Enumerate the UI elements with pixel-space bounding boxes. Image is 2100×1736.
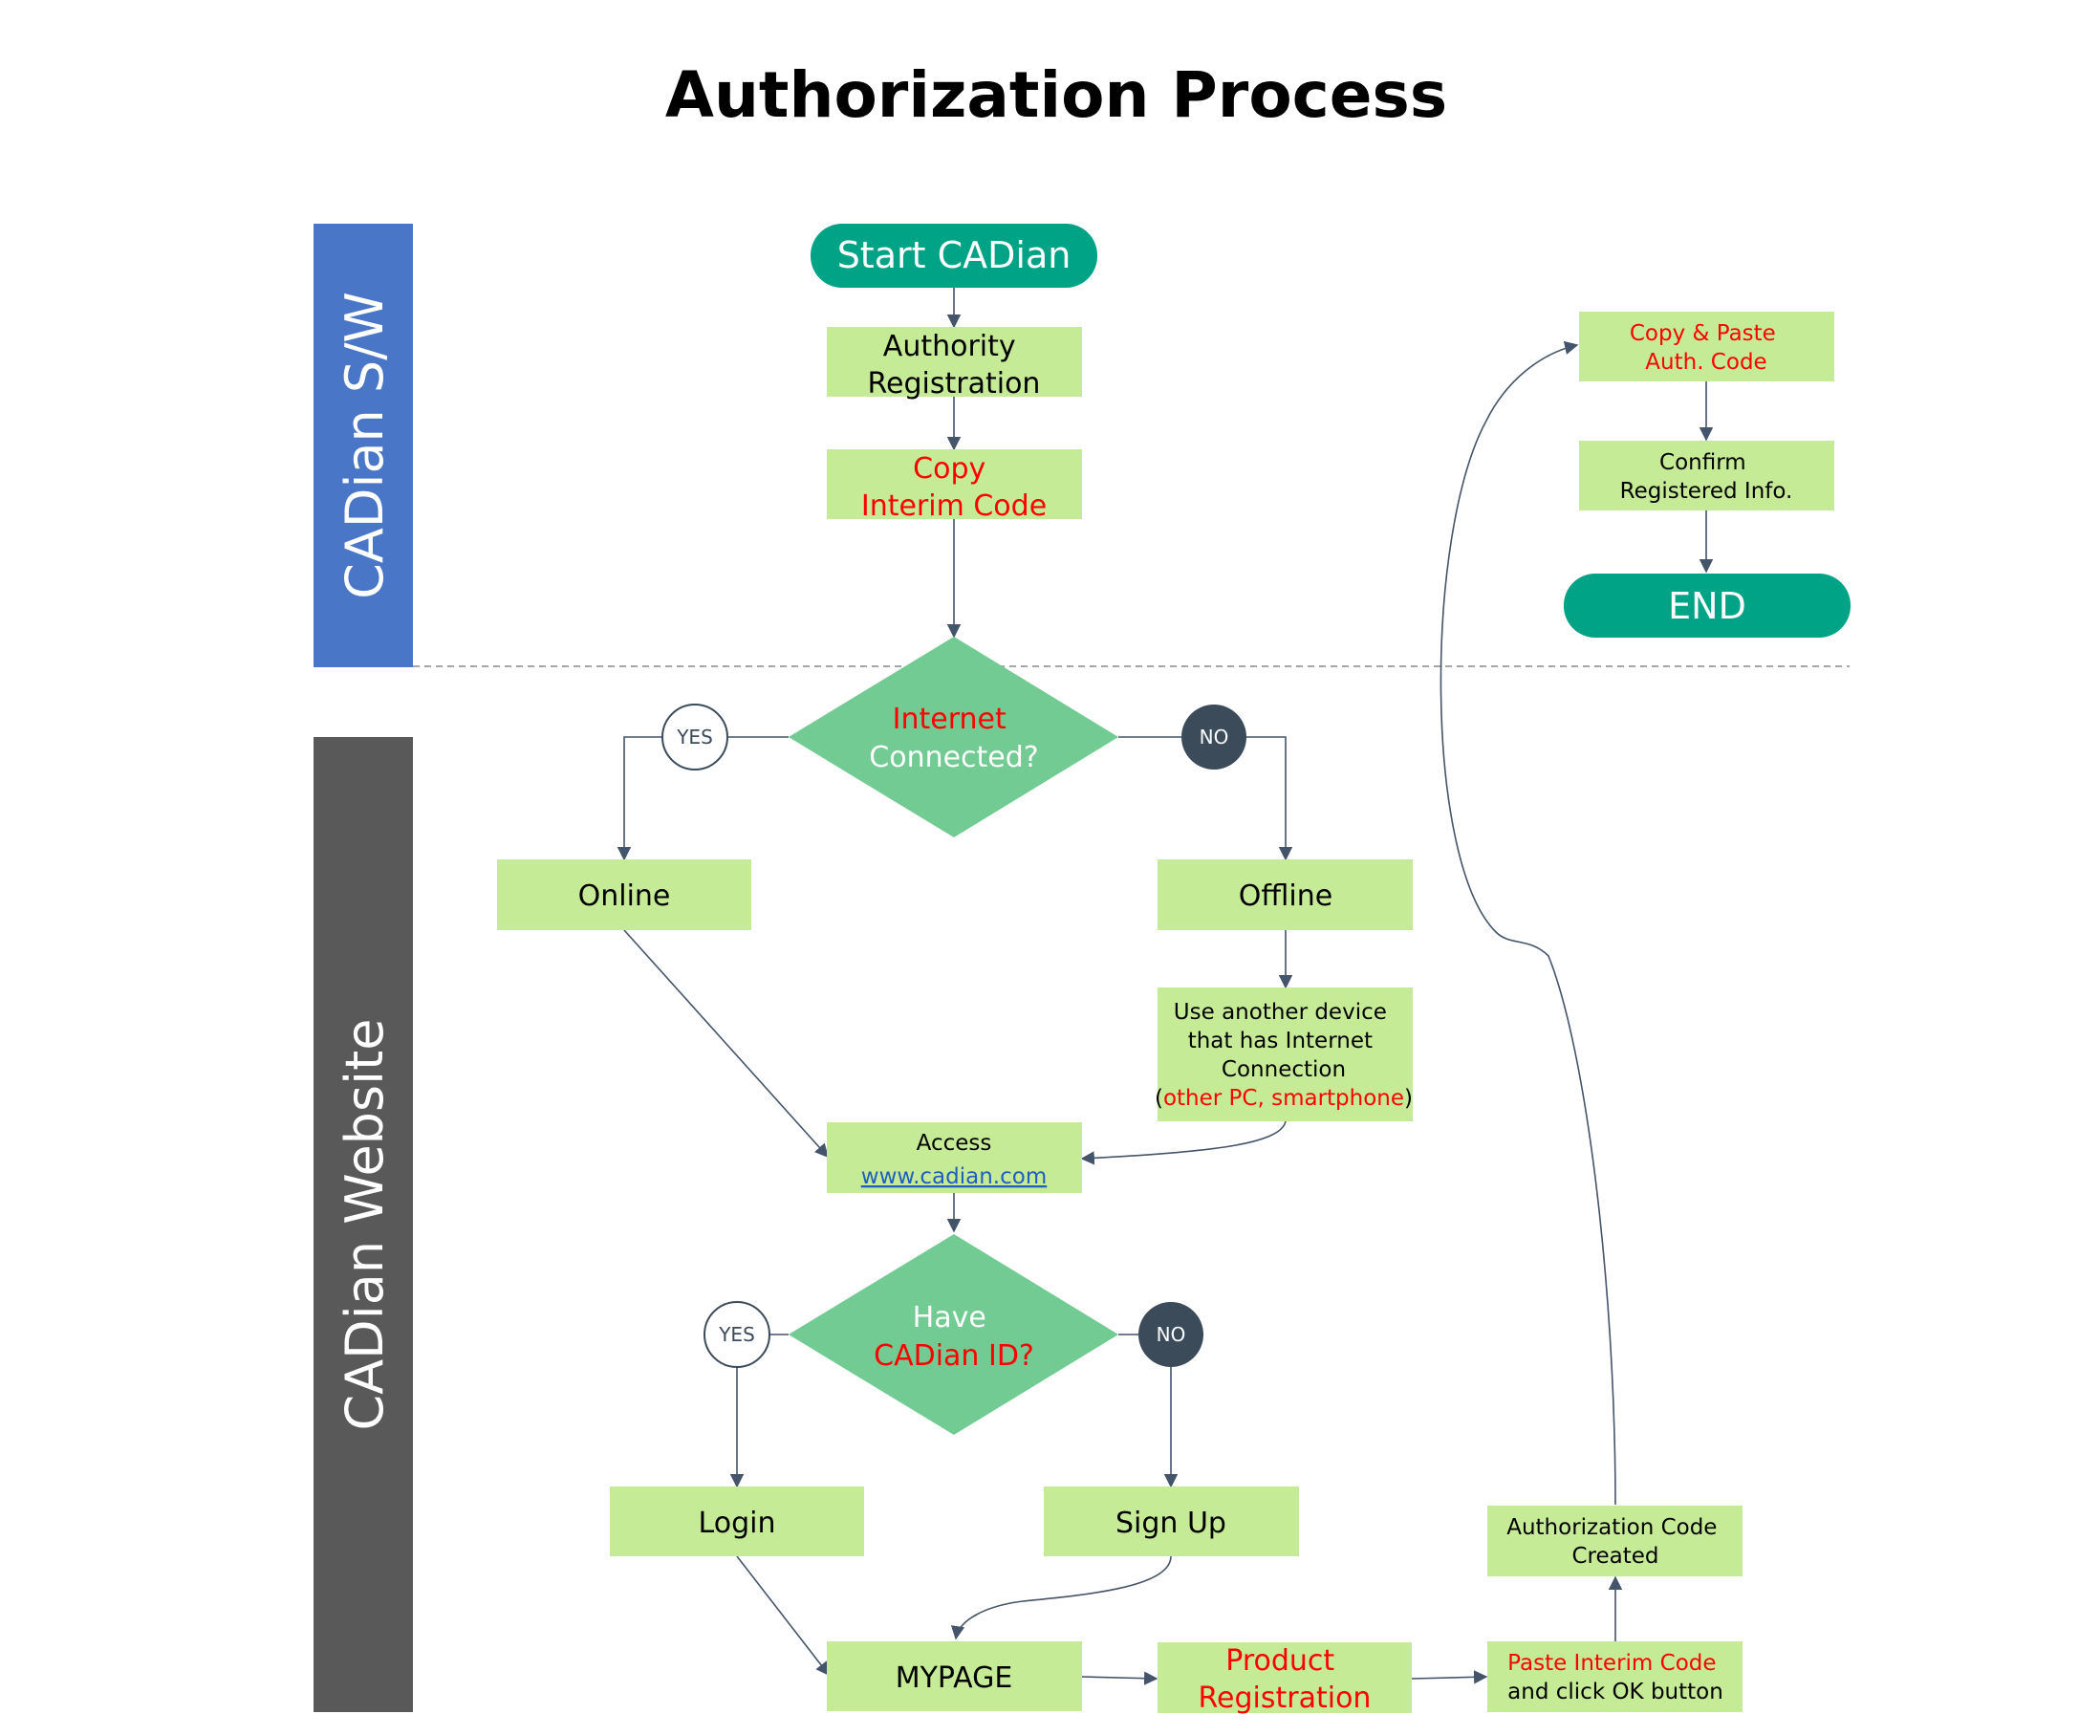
yes-circle-internet: YES (661, 704, 728, 770)
arrow-login-to-mypage (736, 1555, 830, 1677)
confirm-registered-info-box: Confirm Registered Info. (1579, 441, 1834, 510)
lane-website-label: CADian Website (335, 1019, 395, 1431)
internet-connected-decision: Internet Connected? (789, 637, 1118, 837)
svg-text:Copy Interim Code: Copy Interim Code (861, 452, 1047, 523)
arrow-online-to-access (623, 929, 829, 1159)
no-circle-cadian-id: NO (1138, 1302, 1203, 1367)
svg-text:YES: YES (676, 726, 713, 749)
arrow-mypage-to-product (1081, 1671, 1158, 1685)
product-registration-box: Product Registration (1158, 1642, 1412, 1715)
lane-software: CADian S/W (314, 224, 413, 667)
have-cadian-id-decision: Have CADian ID? (789, 1234, 1118, 1435)
arrow-no-to-offline (1245, 736, 1293, 861)
svg-text:Online: Online (578, 879, 671, 913)
online-box: Online (497, 859, 751, 930)
svg-text:Sign Up: Sign Up (1115, 1507, 1226, 1540)
arrow-signup-to-mypage (950, 1555, 1172, 1640)
svg-text:Use another device that: Use another device that has Internet Con… (1174, 1000, 1394, 1082)
offline-box: Offline (1158, 859, 1413, 930)
access-website-box: Access (827, 1122, 1082, 1193)
svg-text:Access: Access (917, 1131, 992, 1156)
copy-paste-auth-code-box: Copy & Paste Auth. Code (1579, 312, 1834, 381)
svg-text:Internet Connected?: Internet Connected? (869, 703, 1038, 774)
svg-text:Copy & Paste Auth. Code: Copy & Paste Auth. Code (1630, 321, 1783, 375)
no-circle-internet: NO (1181, 705, 1246, 770)
copy-interim-code-box: Copy Interim Code (827, 449, 1082, 523)
arrow-created-to-copypaste (1440, 340, 1616, 1506)
svg-text:(other PC, smartphone): (other PC, smartphone) (1155, 1086, 1413, 1111)
arrow-device-to-access (1080, 1120, 1287, 1165)
use-another-device-box: Use another device that has Internet Con… (1155, 987, 1413, 1121)
svg-text:Login: Login (699, 1507, 776, 1540)
end-terminal: END (1564, 574, 1851, 638)
cadian-website-link[interactable]: www.cadian.com (861, 1164, 1047, 1189)
svg-text:NO: NO (1157, 1323, 1186, 1346)
lane-website: CADian Website (314, 737, 413, 1712)
svg-text:Authority Registration: Authority Registration (868, 330, 1041, 401)
svg-text:Authorization Code Creat: Authorization Code Created (1506, 1515, 1724, 1569)
svg-text:Offline: Offline (1239, 879, 1332, 913)
svg-text:Have CADian ID?: Have CADian ID? (874, 1301, 1034, 1373)
sign-up-box: Sign Up (1044, 1486, 1299, 1556)
yes-circle-cadian-id: YES (704, 1301, 770, 1368)
page-title: Authorization Process (665, 58, 1447, 132)
arrow-product-to-paste (1411, 1670, 1488, 1684)
connectors (617, 288, 1714, 1685)
svg-text:Product Registration: Product Registration (1199, 1644, 1372, 1715)
authority-registration-box: Authority Registration (827, 327, 1082, 401)
start-terminal: Start CADian (811, 224, 1097, 288)
authorization-code-created-box: Authorization Code Created (1487, 1506, 1743, 1576)
login-box: Login (610, 1486, 864, 1556)
svg-text:NO: NO (1200, 726, 1229, 749)
arrow-yes-to-online (617, 736, 662, 861)
paste-interim-code-box: Paste Interim Code and click OK button (1487, 1641, 1743, 1712)
lane-software-label: CADian S/W (335, 292, 395, 599)
svg-text:YES: YES (718, 1323, 755, 1346)
mypage-box: MYPAGE (827, 1641, 1082, 1711)
svg-text:MYPAGE: MYPAGE (896, 1661, 1013, 1695)
svg-text:END: END (1668, 585, 1746, 627)
svg-text:Confirm Registered Info.: Confirm Registered Info. (1620, 450, 1793, 504)
svg-text:Start CADian: Start CADian (837, 234, 1072, 276)
svg-text:Paste Interim Code and c: Paste Interim Code and click OK button (1507, 1651, 1723, 1704)
